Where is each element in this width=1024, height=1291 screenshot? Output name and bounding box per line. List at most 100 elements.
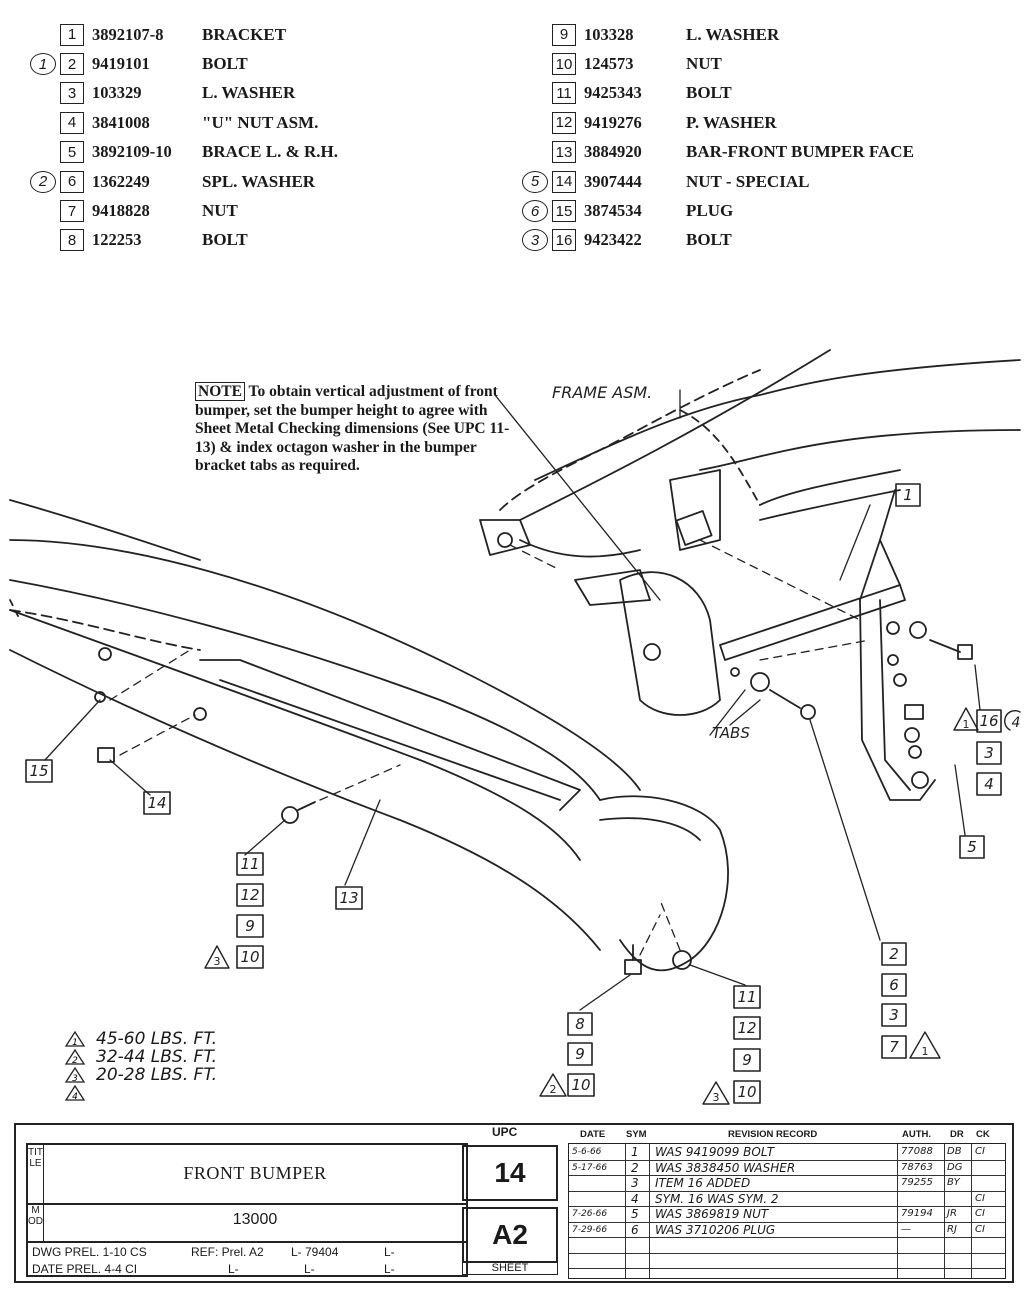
torque-triangle-icon: 2 [64, 1049, 86, 1065]
callout-2-right: 2 [881, 942, 907, 966]
torque-triangle-2: 2 [539, 1073, 567, 1097]
callout-11-bottom: 11 [733, 985, 761, 1009]
part-number: 3841008 [92, 112, 150, 132]
callout-15: 15 [25, 759, 53, 783]
title-block: TITLE FRONT BUMPER MOD 13000 DWG PREL. 1… [14, 1123, 1014, 1283]
torque-triangle-icon: 4 [64, 1085, 86, 1101]
revision-mark: 6 [522, 200, 548, 223]
title-side-label: TITLE [28, 1145, 44, 1203]
svg-text:9: 9 [742, 1051, 752, 1069]
svg-text:4: 4 [72, 1092, 78, 1101]
model-row: MOD 13000 [28, 1203, 466, 1243]
callout-boxes: 1 16 3 4 5 15 14 11 12 9 10 13 2 6 3 7 1… [25, 483, 1002, 1104]
part-description: BOLT [202, 54, 248, 74]
torque-row: 3 20-28 LBS. FT. [64, 1065, 217, 1085]
rev-header-date: DATE [580, 1129, 606, 1140]
part-description: NUT [202, 201, 238, 221]
svg-text:3: 3 [984, 744, 994, 762]
part-number: 9423422 [584, 230, 642, 250]
item-number-box: 2 [60, 53, 84, 76]
part-description: BAR-FRONT BUMPER FACE [686, 142, 914, 162]
tabs-label: TABS [712, 724, 750, 742]
svg-text:13: 13 [339, 889, 358, 907]
part-description: NUT [686, 54, 722, 74]
svg-text:4: 4 [984, 775, 994, 793]
item-number-box: 1 [60, 23, 84, 46]
part-number: 3892109-10 [92, 142, 172, 162]
l-ref: L- [304, 1262, 315, 1276]
part-number: 122253 [92, 230, 142, 250]
svg-text:4: 4 [1012, 715, 1021, 731]
svg-text:3: 3 [889, 1006, 899, 1024]
callout-4: 4 [976, 772, 1002, 796]
callout-7-right: 7 [881, 1035, 907, 1059]
callout-11-left: 11 [236, 852, 264, 876]
callout-1: 1 [895, 483, 921, 507]
item-number-box: 9 [552, 23, 576, 46]
torque-triangle-4: 4 [1004, 710, 1021, 731]
item-number-box: 8 [60, 229, 84, 252]
svg-text:10: 10 [571, 1076, 590, 1094]
svg-text:1: 1 [922, 1045, 929, 1058]
frame-label: FRAME ASM. [552, 383, 652, 402]
svg-text:3: 3 [713, 1091, 720, 1104]
drawing-title: FRONT BUMPER [183, 1163, 327, 1183]
torque-row: 2 32-44 LBS. FT. [64, 1047, 217, 1067]
part-number: 3892107-8 [92, 24, 164, 44]
callout-9-mid: 9 [567, 1042, 593, 1066]
part-number: 124573 [584, 54, 634, 74]
svg-text:3: 3 [214, 955, 221, 968]
svg-text:9: 9 [245, 917, 255, 935]
frame-assembly [479, 349, 1021, 558]
item-number-box: 3 [60, 82, 84, 105]
callout-9-left: 9 [236, 914, 264, 938]
callout-12-left: 12 [236, 883, 264, 907]
svg-text:1: 1 [963, 718, 970, 731]
svg-text:5: 5 [967, 838, 977, 856]
item-number-box: 15 [552, 200, 576, 223]
callout-5: 5 [959, 835, 985, 859]
svg-text:2: 2 [889, 945, 899, 963]
svg-text:2: 2 [550, 1083, 557, 1096]
rev-header-auth: AUTH. [902, 1129, 932, 1140]
item-number-box: 13 [552, 141, 576, 164]
item-number-box: 5 [60, 141, 84, 164]
upc-number: 14 [462, 1145, 558, 1201]
brace [574, 569, 740, 716]
svg-text:1: 1 [903, 486, 913, 504]
revision-mark: 3 [522, 229, 548, 252]
leader-lines [44, 389, 981, 1011]
part-number: 9425343 [584, 83, 642, 103]
torque-legend: 1 45-60 LBS. FT. 2 32-44 LBS. FT. 3 20-2… [64, 1029, 217, 1102]
model-number: 13000 [232, 1211, 278, 1228]
svg-text:12: 12 [240, 886, 259, 904]
upc-label: UPC [492, 1125, 518, 1139]
item-number-box: 12 [552, 111, 576, 134]
svg-text:1: 1 [72, 1038, 78, 1047]
item-number-box: 7 [60, 200, 84, 223]
svg-text:9: 9 [575, 1045, 585, 1063]
bracket [719, 489, 936, 801]
rev-header-record: REVISION RECORD [728, 1129, 818, 1140]
note-text: To obtain vertical adjustment of front b… [195, 383, 510, 474]
part-description: BOLT [686, 230, 732, 250]
title-row: TITLE FRONT BUMPER [28, 1145, 466, 1205]
revision-row [569, 1253, 1005, 1269]
rev-header-dr: DR [950, 1129, 964, 1140]
exploded-view-drawing: FRAME ASM. TABS 1 16 3 4 5 15 14 11 12 9… [9, 349, 1021, 1105]
